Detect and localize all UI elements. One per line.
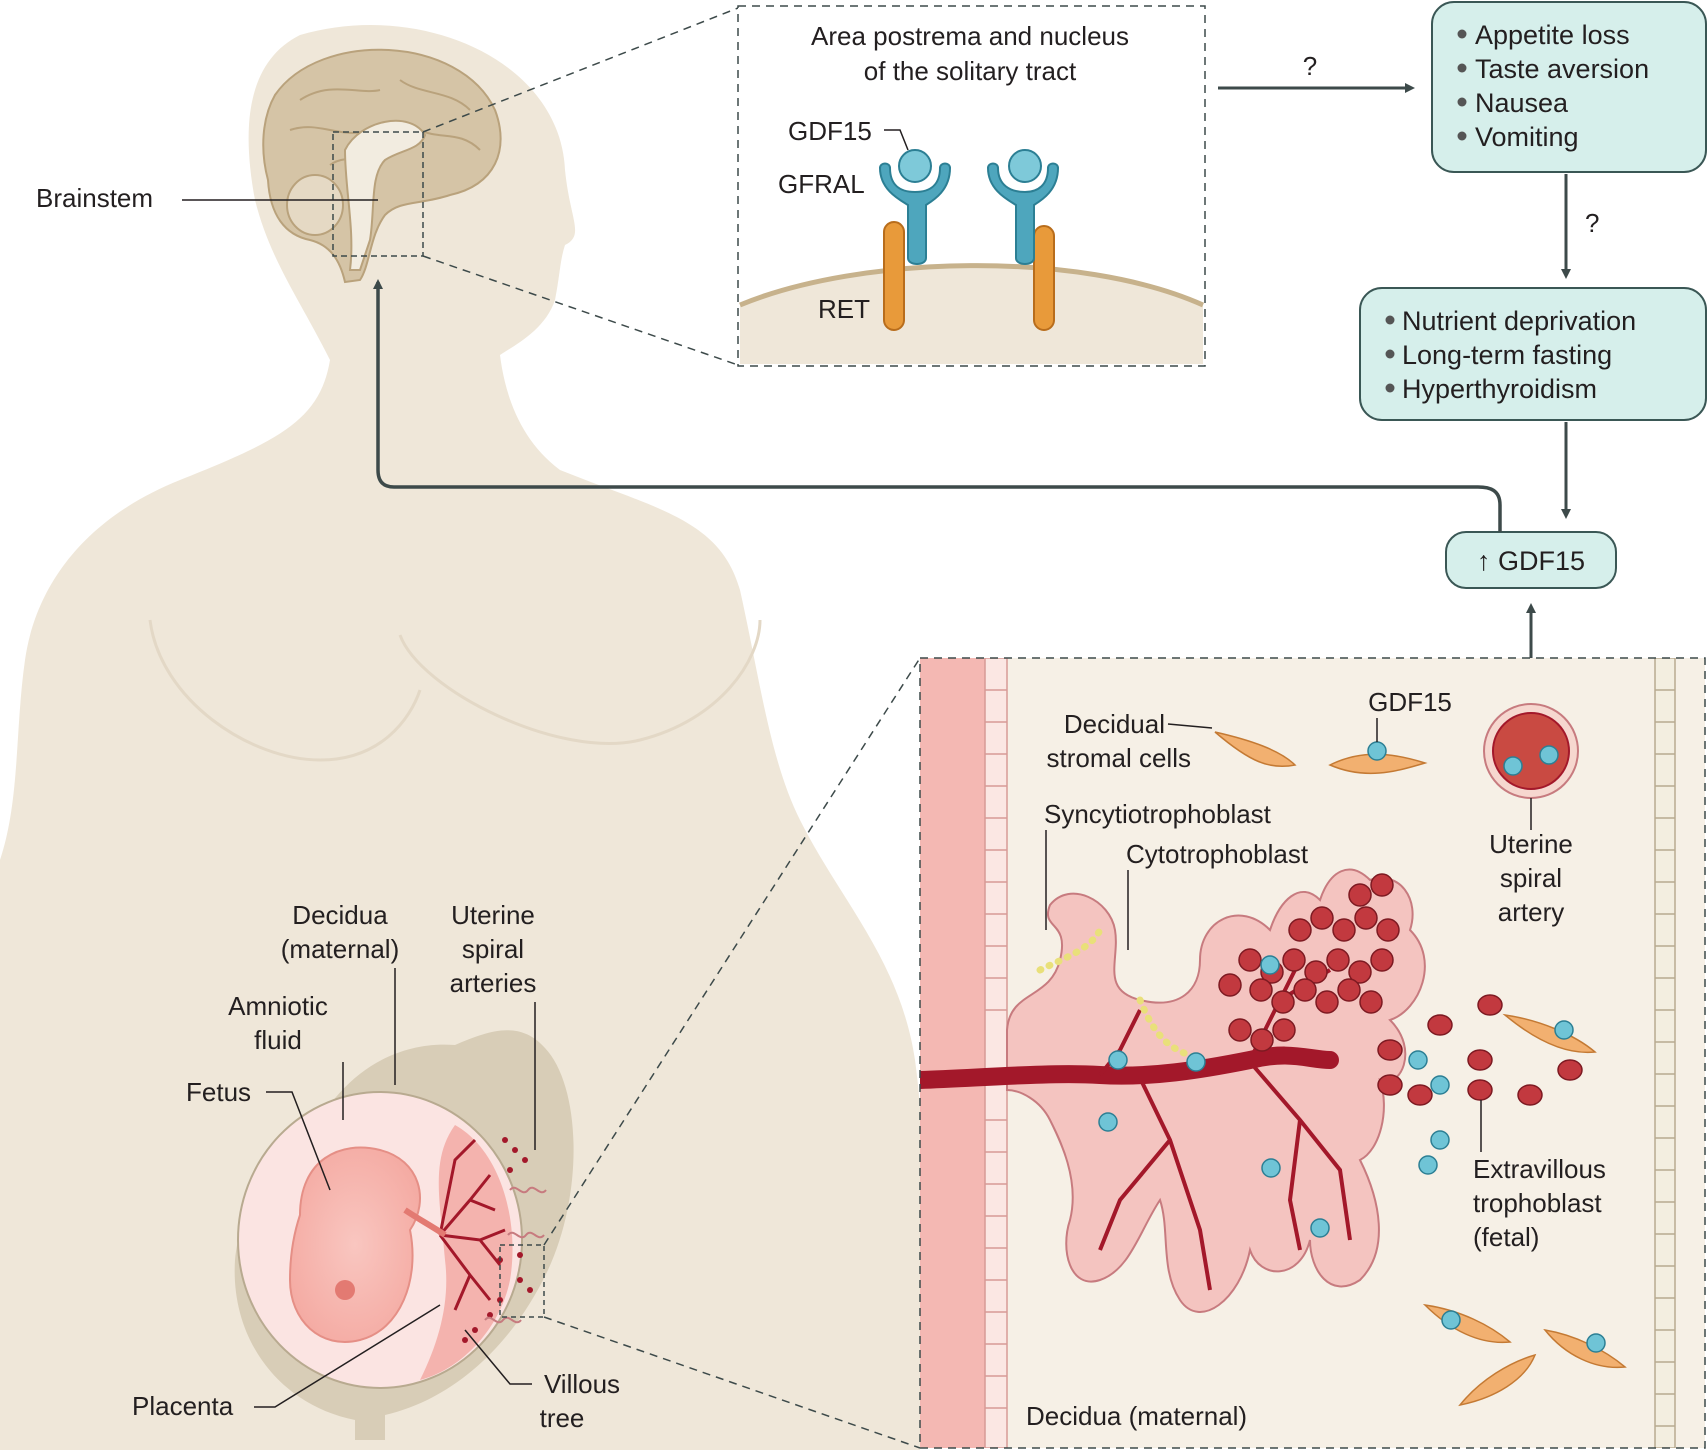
amniotic-label-2: fluid <box>254 1025 302 1055</box>
inset-title-line1: Area postrema and nucleus <box>811 21 1129 51</box>
syncytiotrophoblast-label: Syncytiotrophoblast <box>1044 799 1272 829</box>
decidua-label-1: Decidua <box>292 900 388 930</box>
gdf15-box-label: ↑ GDF15 <box>1477 546 1585 576</box>
ret-label: RET <box>818 294 870 324</box>
cytotrophoblast-label: Cytotrophoblast <box>1126 839 1309 869</box>
decidua-label-2: (maternal) <box>281 934 399 964</box>
extravillous-label-1: Extravillous <box>1473 1154 1606 1184</box>
decidua-bottom-label: Decidua (maternal) <box>1026 1401 1247 1431</box>
gfral-receptor-1 <box>878 149 952 331</box>
inset-title-line2: of the solitary tract <box>864 56 1077 86</box>
spiral-artery-label-2: spiral <box>1500 863 1562 893</box>
condition-item: Long-term fasting <box>1402 340 1612 370</box>
gfral-label: GFRAL <box>778 169 865 199</box>
uterine-arteries-label-1: Uterine <box>451 900 535 930</box>
extravillous-label-2: trophoblast <box>1473 1188 1602 1218</box>
effect-item: Vomiting <box>1475 122 1579 152</box>
villous-label-1: Villous <box>544 1369 620 1399</box>
uterine-arteries-label-3: arteries <box>450 968 537 998</box>
villous-label-2: tree <box>540 1403 585 1433</box>
gdf15-box: ↑ GDF15 <box>1445 531 1617 589</box>
spiral-artery-label-3: artery <box>1498 897 1564 927</box>
decidua-zoom-panel <box>919 657 1706 1449</box>
conditions-box: Nutrient deprivation Long-term fasting H… <box>1359 287 1707 421</box>
amniotic-label-1: Amniotic <box>228 991 328 1021</box>
gdf15-zoom-label: GDF15 <box>1368 687 1452 717</box>
brain-illustration <box>262 48 502 284</box>
fetus-label: Fetus <box>186 1077 251 1107</box>
placenta-vessels <box>438 1138 506 1311</box>
brainstem-label: Brainstem <box>36 183 153 213</box>
spiral-artery-label-1: Uterine <box>1489 829 1573 859</box>
uterine-spiral-artery-cross-section <box>1483 703 1579 799</box>
placenta-label: Placenta <box>132 1391 234 1421</box>
question-mark-2: ? <box>1585 208 1599 238</box>
decidual-stromal-label-2: stromal cells <box>1047 743 1191 773</box>
receptor-inset: Area postrema and nucleus of the solitar… <box>737 5 1206 367</box>
effects-box: Appetite loss Taste aversion Nausea Vomi… <box>1431 1 1707 173</box>
gfral-receptor-2 <box>986 149 1060 331</box>
uterus-illustration <box>234 1030 574 1440</box>
decidual-stromal-label-1: Decidual <box>1064 709 1165 739</box>
extravillous-label-3: (fetal) <box>1473 1222 1539 1252</box>
effect-item: Nausea <box>1475 88 1569 118</box>
question-mark-1: ? <box>1303 51 1317 81</box>
condition-item: Hyperthyroidism <box>1402 374 1597 404</box>
uterine-arteries-label-2: spiral <box>462 934 524 964</box>
condition-item: Nutrient deprivation <box>1402 306 1636 336</box>
effect-item: Appetite loss <box>1475 20 1630 50</box>
body-silhouette <box>0 25 924 1450</box>
effect-item: Taste aversion <box>1475 54 1649 84</box>
gdf15-ligand-label: GDF15 <box>788 116 872 146</box>
